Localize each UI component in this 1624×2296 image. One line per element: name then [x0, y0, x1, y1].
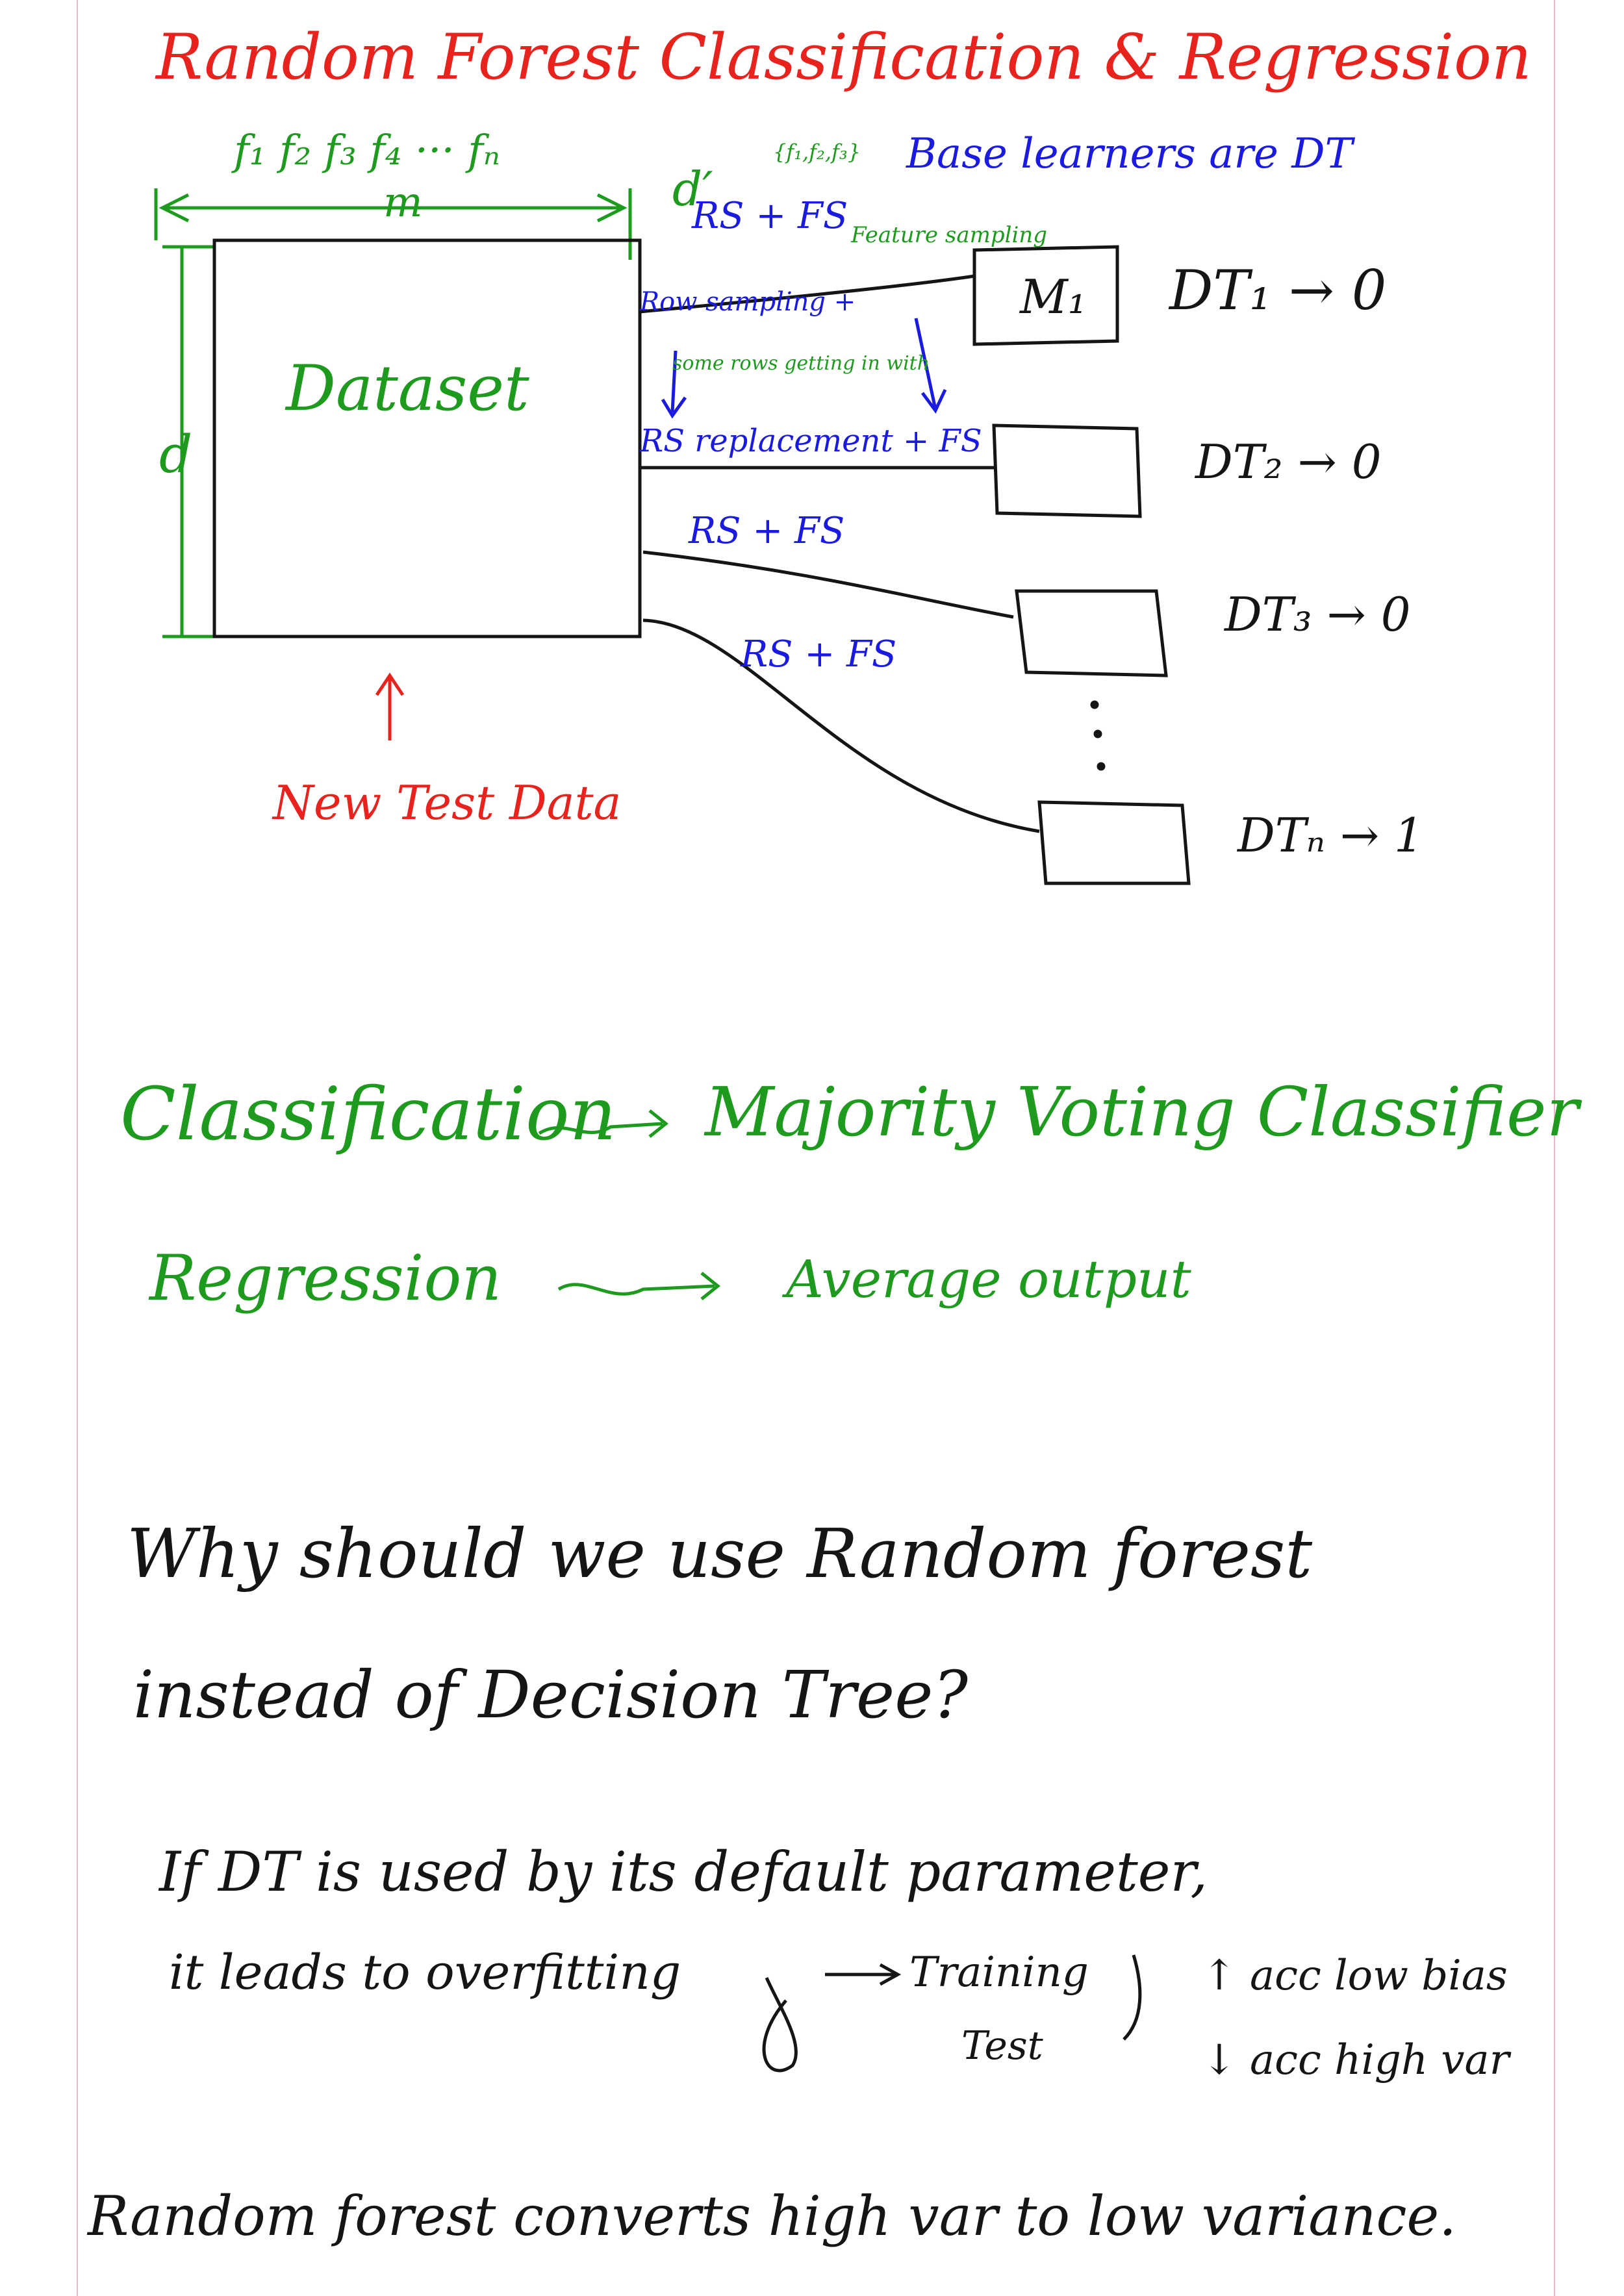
classification-result: Majority Voting Classifier: [705, 1072, 1579, 1152]
training-arrow-head: [879, 1963, 902, 1986]
ellipsis-dot: [1093, 729, 1102, 738]
feature-sampling-label: Feature sampling: [851, 222, 1047, 248]
dtn-label: DTₙ → 1: [1237, 808, 1424, 863]
regression-result: Average output: [786, 1249, 1191, 1309]
conclusion-line: Random forest converts high var to low v…: [88, 2184, 1456, 2248]
line-to-dt3: [642, 550, 1014, 619]
dt3-label: DT₃ → 0: [1224, 587, 1411, 642]
row-sampling-label: Row sampling +: [640, 287, 856, 317]
page-title: Random Forest Classification & Regressio…: [156, 21, 1532, 94]
train-test-brace: [1123, 1954, 1142, 2041]
m-arrow-left-head: [159, 193, 190, 223]
base-learners-label: Base learners are DT: [906, 130, 1353, 178]
model-box-1: [972, 245, 1119, 346]
line-to-dtn: [642, 618, 1040, 833]
question-line-2: instead of Decision Tree?: [133, 1657, 969, 1733]
dataset-label: Dataset: [286, 352, 529, 425]
train-result-label: ↑ acc low bias: [1202, 1952, 1508, 2000]
rs-fs-3-label: RS + FS: [741, 633, 897, 675]
page-margin-line-right: [1554, 0, 1555, 2296]
classification-label: Classification: [120, 1072, 616, 1157]
model-box-n: [1037, 800, 1191, 885]
regression-label: Regression: [149, 1242, 502, 1315]
blue-arrow-right: [914, 318, 937, 410]
model-box-3: [1015, 589, 1168, 677]
test-label: Test: [961, 2023, 1043, 2069]
ellipsis-dot: [1090, 700, 1099, 709]
classification-arrow: [538, 1122, 663, 1135]
overfitting-loop: [762, 1976, 798, 2073]
answer-line-2: it leads to overfitting: [169, 1945, 681, 2000]
rs-replacement-label: RS replacement + FS: [640, 423, 982, 459]
dataset-box: [212, 238, 642, 638]
regression-arrow: [557, 1283, 715, 1296]
classification-arrow-head: [648, 1109, 669, 1138]
some-rows-label: some rows getting in with: [672, 352, 930, 375]
model-1-label: M₁: [1020, 270, 1087, 324]
features-label: f₁ f₂ f₃ f₄ ··· fₙ: [234, 127, 500, 175]
model-box-2: [992, 423, 1142, 518]
new-test-data-label: New Test Data: [273, 776, 622, 830]
page-margin-line: [77, 0, 78, 2296]
dt1-label: DT₁ → 0: [1169, 259, 1387, 322]
blue-arrow-left: [670, 350, 678, 413]
m-arrow-right-head: [596, 193, 628, 223]
training-label: Training: [909, 1949, 1089, 1997]
regression-arrow-head: [700, 1272, 721, 1300]
question-line-1: Why should we use Random forest: [127, 1514, 1313, 1593]
feature-subset-label: {f₁,f₂,f₃}: [773, 140, 861, 164]
d-label: d: [159, 424, 193, 485]
test-data-arrow-head: [375, 672, 405, 696]
ellipsis-dot: [1097, 762, 1106, 771]
blue-arrow-left-head: [661, 396, 687, 419]
m-label: m: [383, 179, 423, 227]
dt2-label: DT₂ → 0: [1195, 435, 1382, 489]
rs-fs-2-label: RS + FS: [689, 510, 845, 552]
test-result-label: ↓ acc high var: [1202, 2036, 1510, 2084]
line-to-m1: [639, 274, 975, 314]
blue-arrow-right-head: [920, 388, 947, 414]
d-prime-label: d′: [672, 162, 713, 216]
answer-line-1: If DT is used by its default parameter,: [159, 1840, 1208, 1904]
rs-fs-top-label: RS + FS: [692, 195, 848, 237]
